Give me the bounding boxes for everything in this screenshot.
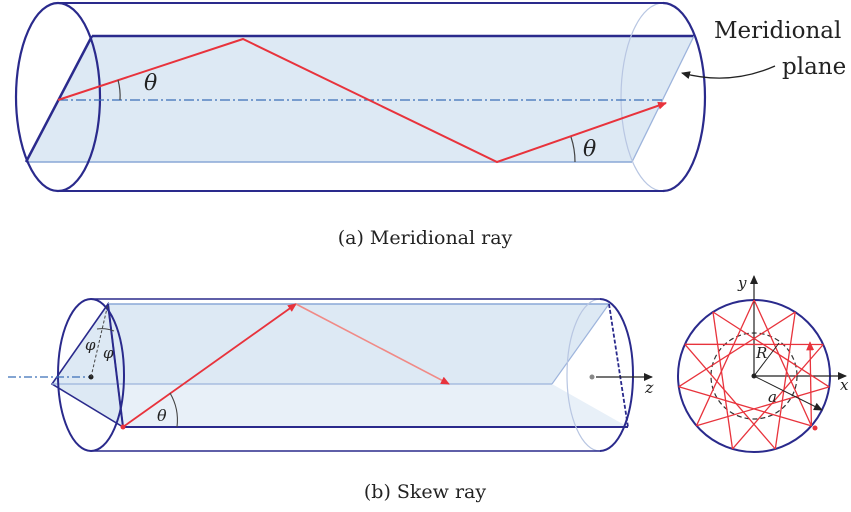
theta-label-right: θ: [583, 137, 596, 162]
skew-cylinder-right-end-back: [566, 298, 601, 452]
phi-label-2: φ: [103, 344, 114, 362]
skew-projection-chord: [753, 299, 812, 427]
x-axis-label: x: [840, 376, 849, 394]
theta-label-left: θ: [144, 71, 157, 96]
theta-arc-left: [117, 79, 121, 101]
skew-cylinder-right-end-front: [599, 298, 634, 452]
skew-right-edge-2: [608, 303, 629, 428]
plane-right-edge: [631, 35, 695, 163]
skew-projection-arrow: [806, 341, 815, 426]
skew-theta-arc: [169, 392, 178, 428]
meridional-plane: [26, 36, 694, 162]
caption-a: (a) Meridional ray: [338, 227, 513, 249]
skew-plane-top: [52, 304, 609, 384]
cylinder-right-end-front: [662, 1, 707, 193]
skew-ray-segment-1: [122, 303, 297, 428]
skew-projection-chord: [678, 311, 796, 388]
skew-ray-projection: [678, 299, 830, 450]
skew-ray-entry-dot: [120, 424, 126, 430]
skew-projection-chord: [712, 311, 830, 388]
skew-projection-chord: [684, 343, 776, 450]
y-axis-label: y: [737, 274, 747, 292]
skew-projection-chord: [696, 386, 830, 427]
cylinder-right-end-back: [620, 2, 664, 192]
theta-arc-right: [570, 136, 576, 163]
meridional-plane-label-line2: plane: [782, 54, 846, 80]
skew-projection-chord: [712, 311, 734, 449]
phi-bisector: [90, 303, 109, 378]
R-radius-line: [753, 342, 780, 377]
meridional-plane-pointer: [681, 65, 776, 79]
caption-b: (b) Skew ray: [364, 481, 487, 503]
cross-section: y x R a: [677, 274, 849, 453]
a-radius-line: [753, 375, 823, 411]
skew-start-dot: [812, 425, 818, 431]
skew-right-edge-1: [551, 303, 610, 385]
phi-arc: [96, 328, 115, 332]
meridional-ray: [57, 37, 667, 164]
skew-projection-chord: [732, 344, 824, 450]
skew-plane-bottom: [52, 384, 628, 427]
phi-label-1: φ: [85, 336, 96, 354]
skew-projection-chord: [695, 299, 755, 426]
skew-projection-chord: [774, 312, 796, 450]
meridional-plane-label-line1: Meridional: [714, 18, 841, 44]
skew-axis-end-dot: [589, 374, 595, 380]
a-label: a: [768, 388, 777, 406]
center-dot: [751, 373, 757, 379]
skew-ray-segment-2: [295, 303, 450, 385]
skew-projection-chord: [678, 386, 812, 427]
meridional-ray-diagram: θ θ Meridional plane (a) Meridional ray: [14, 1, 846, 249]
skew-ray-diagram: z φ φ θ y x R a (b) Skew ray: [8, 274, 849, 503]
R-label: R: [755, 344, 767, 362]
skew-theta-label: θ: [157, 406, 167, 425]
z-axis-label: z: [644, 378, 654, 397]
